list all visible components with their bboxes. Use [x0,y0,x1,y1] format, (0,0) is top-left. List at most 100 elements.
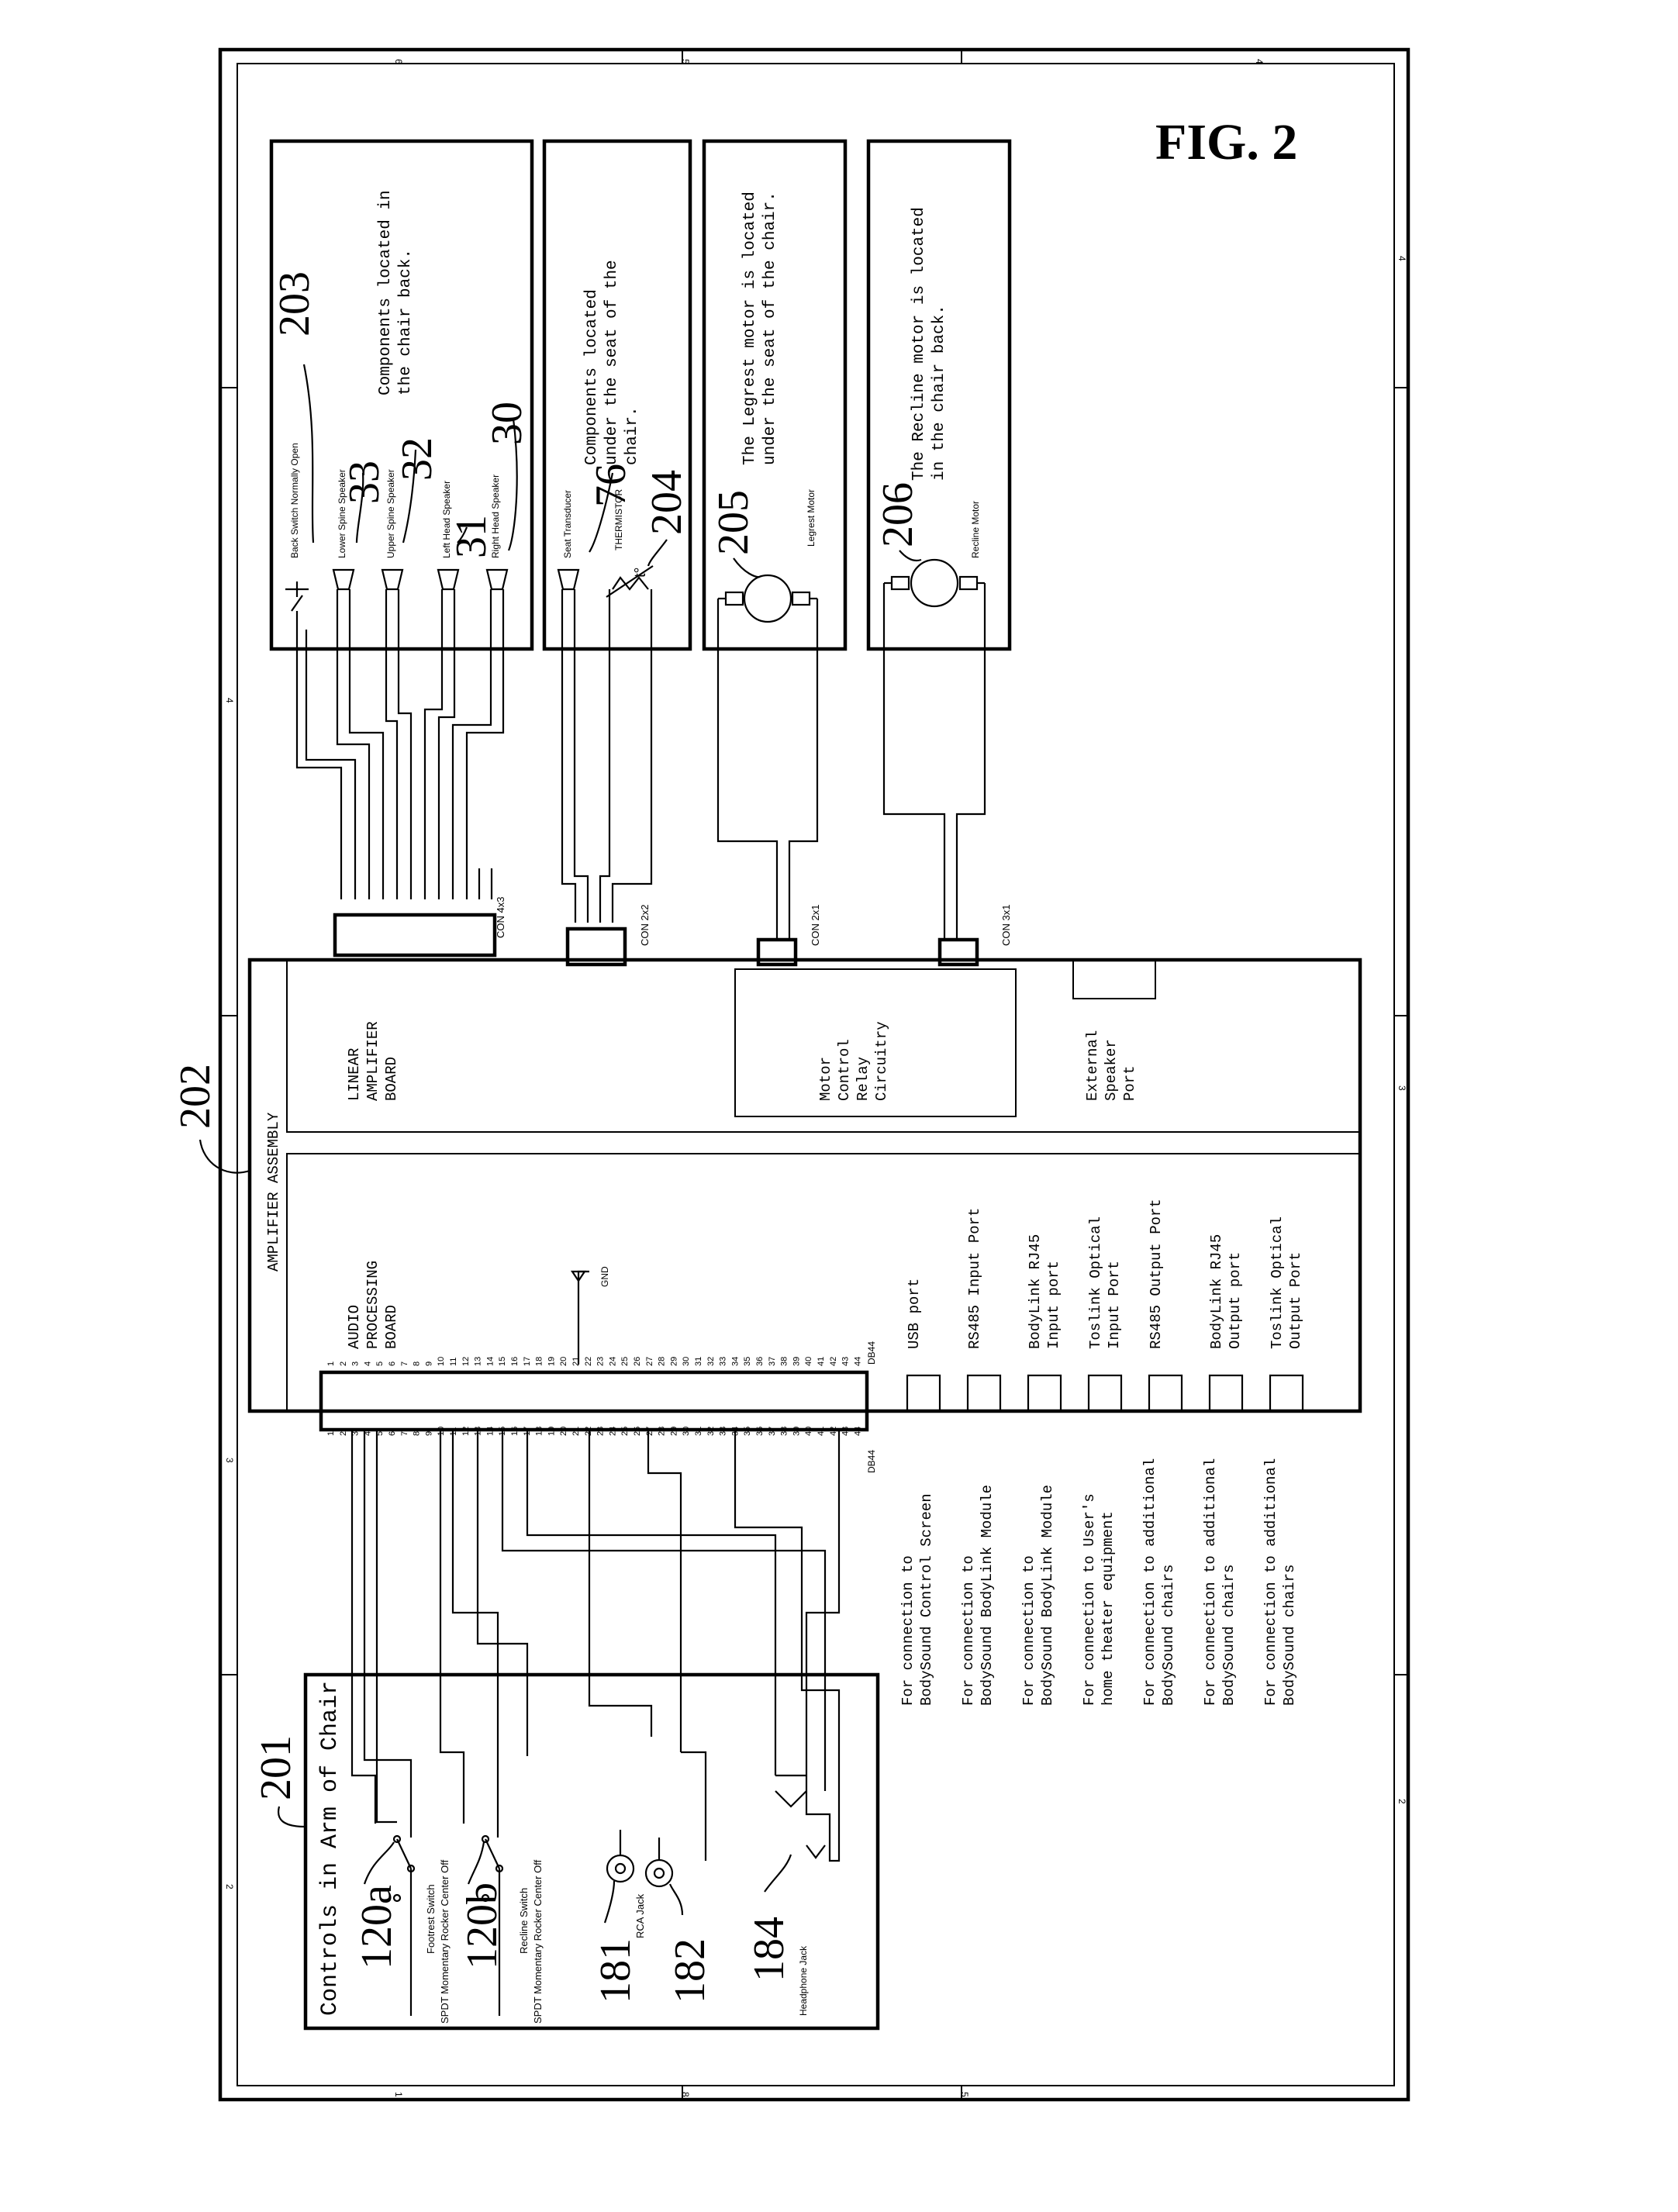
con-2x1-label: CON 2x1 [810,905,821,946]
footrest-switch-icon [392,1834,416,2016]
db44-pin-6-a: 6 [388,1361,397,1366]
db44-pin-27-a: 27 [645,1357,654,1366]
left-head-label: Left Head Speaker [441,481,452,558]
db44-pin-20-a: 20 [559,1357,568,1366]
frame-marker-right-2: 3 [1397,1085,1407,1091]
drawing-frame [218,47,1410,2102]
db44-pin-39-b: 39 [792,1427,801,1436]
headphone-jack-label: Headphone Jack [798,1945,809,2016]
db44-pin-26-b: 26 [633,1427,642,1436]
external-speaker-jack [1072,959,1156,999]
port-jack-2 [966,1374,1002,1413]
frame-marker-bottom-3: 5 [959,2092,970,2097]
db44-pin-36-a: 36 [755,1357,765,1366]
db44-pin-29-a: 29 [669,1357,678,1366]
motor-control-line4: Circuitry [873,1021,890,1101]
port-note-4-line2: home theater equipment [1100,1511,1117,1706]
chair-back-box: Back Switch Normally Open Lower Spine Sp… [269,139,534,651]
port-label-3-line2: Input port [1045,1261,1062,1349]
db44-pin-24-b: 24 [608,1427,617,1436]
db44-pin-10-b: 10 [437,1427,446,1436]
db44-pin-26-a: 26 [633,1357,642,1366]
db44-pin-19-b: 19 [547,1427,556,1436]
con-4x3-connector: CON 4x3 [333,897,506,958]
db44-pin-2-a: 2 [339,1361,348,1366]
db44-pin-38-a: 38 [780,1357,789,1366]
recline-note-line2: in the chair back. [930,305,948,481]
db44-pin-40-b: 40 [804,1427,813,1436]
port-jack-5 [1148,1374,1183,1413]
recline-motor-icon [910,558,959,608]
db44-pin-18-b: 18 [535,1427,544,1436]
port-label-5-line1: RS485 Output Port [1148,1199,1165,1349]
db44-pin-43-a: 43 [841,1357,851,1366]
db44-pin-16-b: 16 [510,1427,520,1436]
db44-pin-3-a: 3 [351,1361,361,1366]
db44-pin-28-a: 28 [658,1357,667,1366]
footrest-switch-label2: SPDT Momentary Rocker Center Off [439,1859,451,2024]
db44-pin-22-a: 22 [584,1357,593,1366]
recline-switch-label1: Recline Switch [518,1888,530,1954]
ref-206: 206 [874,482,922,547]
db44-pin-43-b: 43 [841,1427,851,1436]
linear-board-line2: AMPLIFIER [364,1021,382,1101]
frame-marker-top-1: 6 [393,59,404,64]
lower-spine-label: Lower Spine Speaker [337,469,347,558]
frame-marker-right-3: 2 [1397,1799,1407,1804]
port-note-6-line2: BodySound chairs [1221,1565,1238,1706]
db44-pin-4-b: 4 [363,1431,372,1436]
db44-pin-15-a: 15 [498,1357,507,1366]
port-jack-4 [1087,1374,1123,1413]
db44-pin-39-a: 39 [792,1357,801,1366]
port-note-6-line1: For connection to additional [1202,1458,1219,1706]
db44-pin-23-a: 23 [596,1357,606,1366]
chair-back-note-line1: Components located in [377,190,395,395]
db44-pin-17-a: 17 [523,1357,532,1366]
port-label-1-line1: USB port [906,1279,923,1349]
seat-wiring [561,644,653,923]
db44-pin-11-a: 11 [449,1358,458,1366]
db44-pin-35-a: 35 [743,1357,752,1366]
db44-pin-16-a: 16 [510,1357,520,1366]
db44-pin-4-a: 4 [363,1361,372,1366]
seat-note-line3: chair. [623,406,641,465]
db44-pin-21-a: 21 [571,1357,581,1366]
db44-pin-33-b: 33 [719,1427,728,1436]
lower-spine-speaker-icon [332,568,355,644]
port-jack-6 [1208,1374,1244,1413]
db44-pin-36-b: 36 [755,1427,765,1436]
ref-31: 31 [447,515,495,558]
db44-pin-9-a: 9 [424,1361,433,1366]
right-head-label: Right Head Speaker [490,474,501,558]
db44-pin-32-a: 32 [706,1357,716,1366]
headphone-jack-icon [775,1790,841,1862]
db44-pin-5-a: 5 [375,1361,385,1366]
db44-pin-18-a: 18 [535,1357,544,1366]
db44-pin-40-a: 40 [804,1357,813,1366]
db44-pin-19-a: 19 [547,1357,556,1366]
right-head-speaker-icon [485,568,509,644]
db44-pin-37-a: 37 [768,1357,777,1366]
db44-label-bottom: DB44 [866,1450,877,1473]
db44-pin-12-a: 12 [461,1357,471,1366]
port-note-5-line1: For connection to additional [1141,1458,1158,1706]
port-label-4-line2: Input Port [1106,1261,1123,1349]
port-jack-7 [1269,1374,1304,1413]
upper-spine-speaker-icon [381,568,404,644]
ref-201: 201 [252,1735,300,1800]
db44-pin-21-b: 21 [571,1427,581,1436]
left-head-speaker-icon [437,568,460,644]
frame-marker-bottom-2: 8 [680,2092,691,2097]
back-switch-label: Back Switch Normally Open [289,443,300,558]
recline-switch-label2: SPDT Momentary Rocker Center Off [532,1859,544,2024]
legrest-wiring [716,599,819,938]
db44-pin-8-a: 8 [413,1361,422,1366]
db44-pin-13-a: 13 [474,1357,483,1366]
port-jack-3 [1027,1374,1062,1413]
db44-pin-37-b: 37 [768,1427,777,1436]
seat-transducer-label: Seat Transducer [562,490,573,558]
db44-pin-25-a: 25 [620,1357,630,1366]
rca-jack-icon [606,1830,674,1888]
recline-switch-icon [481,1834,504,2016]
ref-32: 32 [393,437,441,481]
